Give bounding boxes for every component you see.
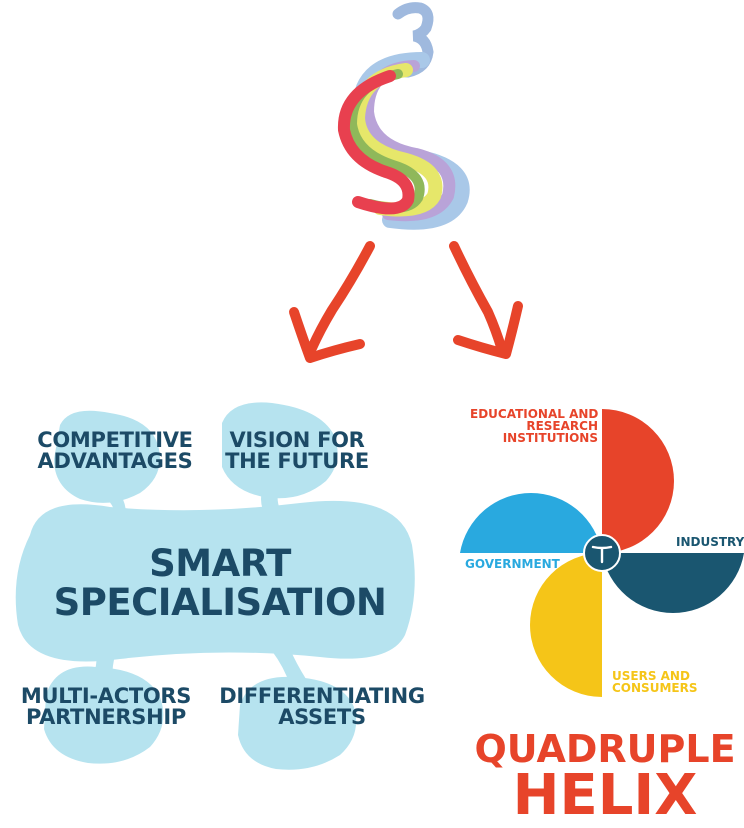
helix-y-icon (591, 545, 613, 564)
helix-industry-petal (602, 553, 744, 614)
node-vision-for-the-future: VISION FOR THE FUTURE (225, 428, 369, 473)
helix-label-government: GOVERNMENT (465, 557, 560, 571)
node-competitive-advantages: COMPETITIVE ADVANTAGES (37, 428, 193, 473)
logo-s-shape (337, 52, 470, 230)
quadruple-helix-title: QUADRUPLE HELIX (474, 727, 736, 828)
helix-government-petal (460, 492, 602, 553)
helix-label-education: EDUCATIONAL AND RESEARCH INSTITUTIONS (470, 407, 599, 445)
helix-education-petal (602, 409, 674, 553)
arrow-left-icon (289, 241, 375, 363)
quadruple-helix-diagram (460, 409, 744, 697)
smart-specialisation-blob (15, 402, 415, 770)
node-differentiating-assets: DIFFERENTIATING ASSETS (219, 684, 425, 729)
smart-specialisation-title: SMART SPECIALISATION (53, 542, 387, 624)
helix-label-industry: INDUSTRY (676, 535, 744, 549)
helix-label-users: USERS AND CONSUMERS (612, 669, 698, 695)
node-multi-actors-partnership: MULTI-ACTORS PARTNERSHIP (20, 684, 192, 729)
s3-logo (337, 2, 470, 230)
helix-users-petal (530, 553, 602, 697)
arrow-right-icon (449, 241, 523, 359)
